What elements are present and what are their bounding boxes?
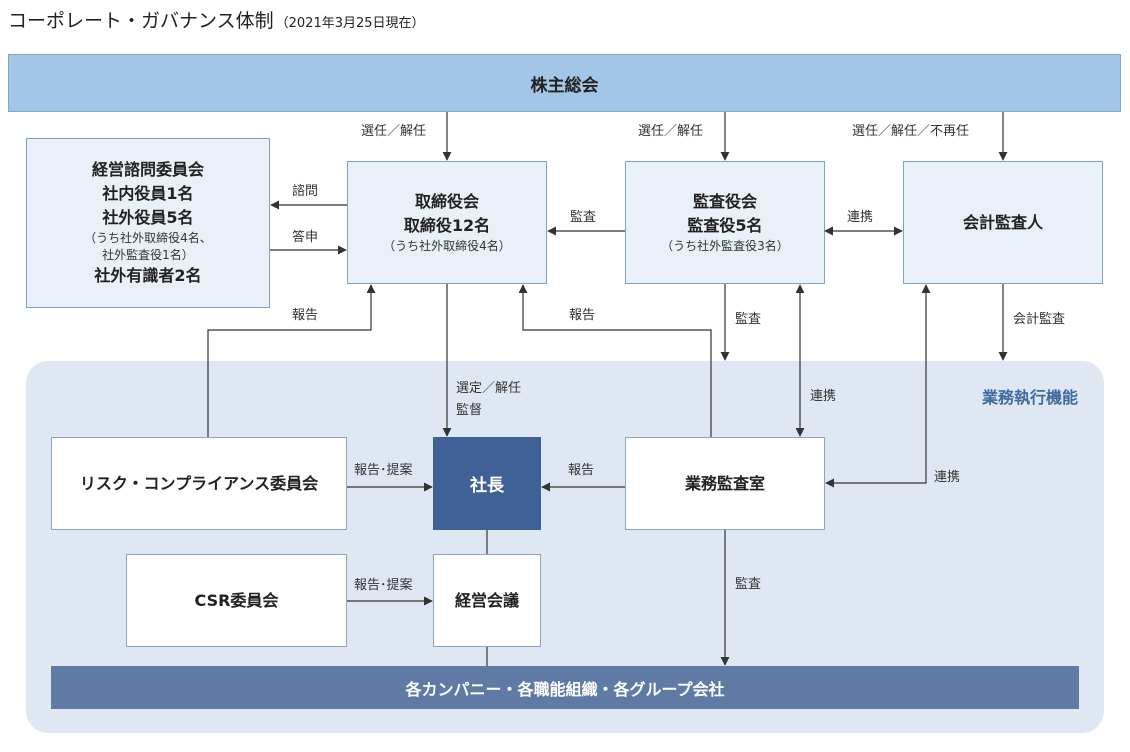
audit-kansa-down-label: 監査 (735, 312, 762, 327)
audit-board-members: 監査役5名 (687, 216, 763, 235)
report-propose-risk-label: 報告･提案 (354, 463, 413, 478)
internal-report-board-line (518, 284, 712, 437)
risk-compliance-committee-box: リスク・コンプライアンス委員会 (51, 437, 347, 530)
answer-label: 答申 (292, 230, 319, 245)
companies-label: 各カンパニー・各職能組織・各グループ会社 (405, 679, 725, 699)
diagram-title: コーポレート・ガバナンス体制（2021年3月25日現在） (8, 6, 425, 33)
audit-internal-label: 監査 (735, 577, 762, 592)
elect-auditor-label: 選任／解任／不再任 (852, 124, 970, 139)
advisory-committee-box: 経営諮問委員会 社内役員1名 社外役員5名 （うち社外取締役4名、 社外監査役1… (26, 138, 270, 308)
board-of-directors-box: 取締役会 取締役12名 （うち社外取締役4名） (347, 161, 547, 284)
president-box: 社長 (433, 437, 541, 530)
title-date: （2021年3月25日現在） (275, 16, 425, 31)
risk-report-label: 報告 (292, 308, 319, 323)
companies-box: 各カンパニー・各職能組織・各グループ会社 (51, 666, 1079, 709)
csr-committee-label: CSR委員会 (194, 590, 279, 610)
advisory-note-1: （うち社外取締役4名、 (84, 231, 212, 245)
management-meeting-label: 経営会議 (454, 590, 519, 610)
cooperate-right-label: 連携 (934, 470, 961, 485)
advisory-external-members: 社外役員5名 (102, 208, 194, 227)
risk-compliance-committee-label: リスク・コンプライアンス委員会 (79, 473, 319, 493)
csr-committee-box: CSR委員会 (126, 554, 347, 647)
advisory-experts: 社外有識者2名 (94, 266, 202, 285)
execution-region-label: 業務執行機能 (981, 388, 1078, 407)
risk-report-line (207, 284, 376, 437)
accounting-auditor-box: 会計監査人 (903, 161, 1103, 284)
audit-board-title: 監査役会 (692, 192, 757, 211)
shareholders-meeting-box: 株主総会 (8, 54, 1121, 112)
report-internal-president-label: 報告 (568, 463, 595, 478)
cooperate-mid-label: 連携 (810, 389, 837, 404)
internal-report-board-label: 報告 (569, 308, 596, 323)
title-main: コーポレート・ガバナンス体制 (8, 10, 274, 32)
cooperate-top-label: 連携 (847, 210, 874, 225)
board-note: （うち社外取締役4名） (383, 239, 511, 253)
advisory-note-2: 社外監査役1名） (102, 248, 194, 262)
internal-audit-office-box: 業務監査室 (625, 437, 825, 530)
management-meeting-box: 経営会議 (433, 554, 541, 647)
audit-board-label: 監査 (570, 210, 597, 225)
report-propose-csr-label: 報告･提案 (354, 578, 413, 593)
elect-board-label: 選任／解任 (361, 124, 427, 139)
board-members: 取締役12名 (403, 216, 491, 235)
advisory-internal-members: 社内役員1名 (102, 184, 194, 203)
shareholders-meeting-label: 株主総会 (530, 75, 599, 96)
elect-kansa-label: 選任／解任 (638, 124, 704, 139)
auditor-internal-cooperate-line (825, 284, 931, 488)
audit-board-box: 監査役会 監査役5名 （うち社外監査役3名） (625, 161, 825, 284)
consult-label: 諮問 (292, 184, 319, 199)
president-label: 社長 (470, 476, 504, 496)
supervise-label: 監督 (456, 403, 483, 418)
audit-board-note: （うち社外監査役3名） (661, 239, 789, 253)
accounting-auditor-label: 会計監査人 (962, 212, 1043, 232)
advisory-committee-title: 経営諮問委員会 (91, 160, 204, 179)
board-title: 取締役会 (414, 192, 479, 211)
internal-audit-office-label: 業務監査室 (684, 473, 765, 493)
accounting-audit-label: 会計監査 (1013, 312, 1066, 327)
select-dismiss-label: 選定／解任 (456, 381, 522, 396)
